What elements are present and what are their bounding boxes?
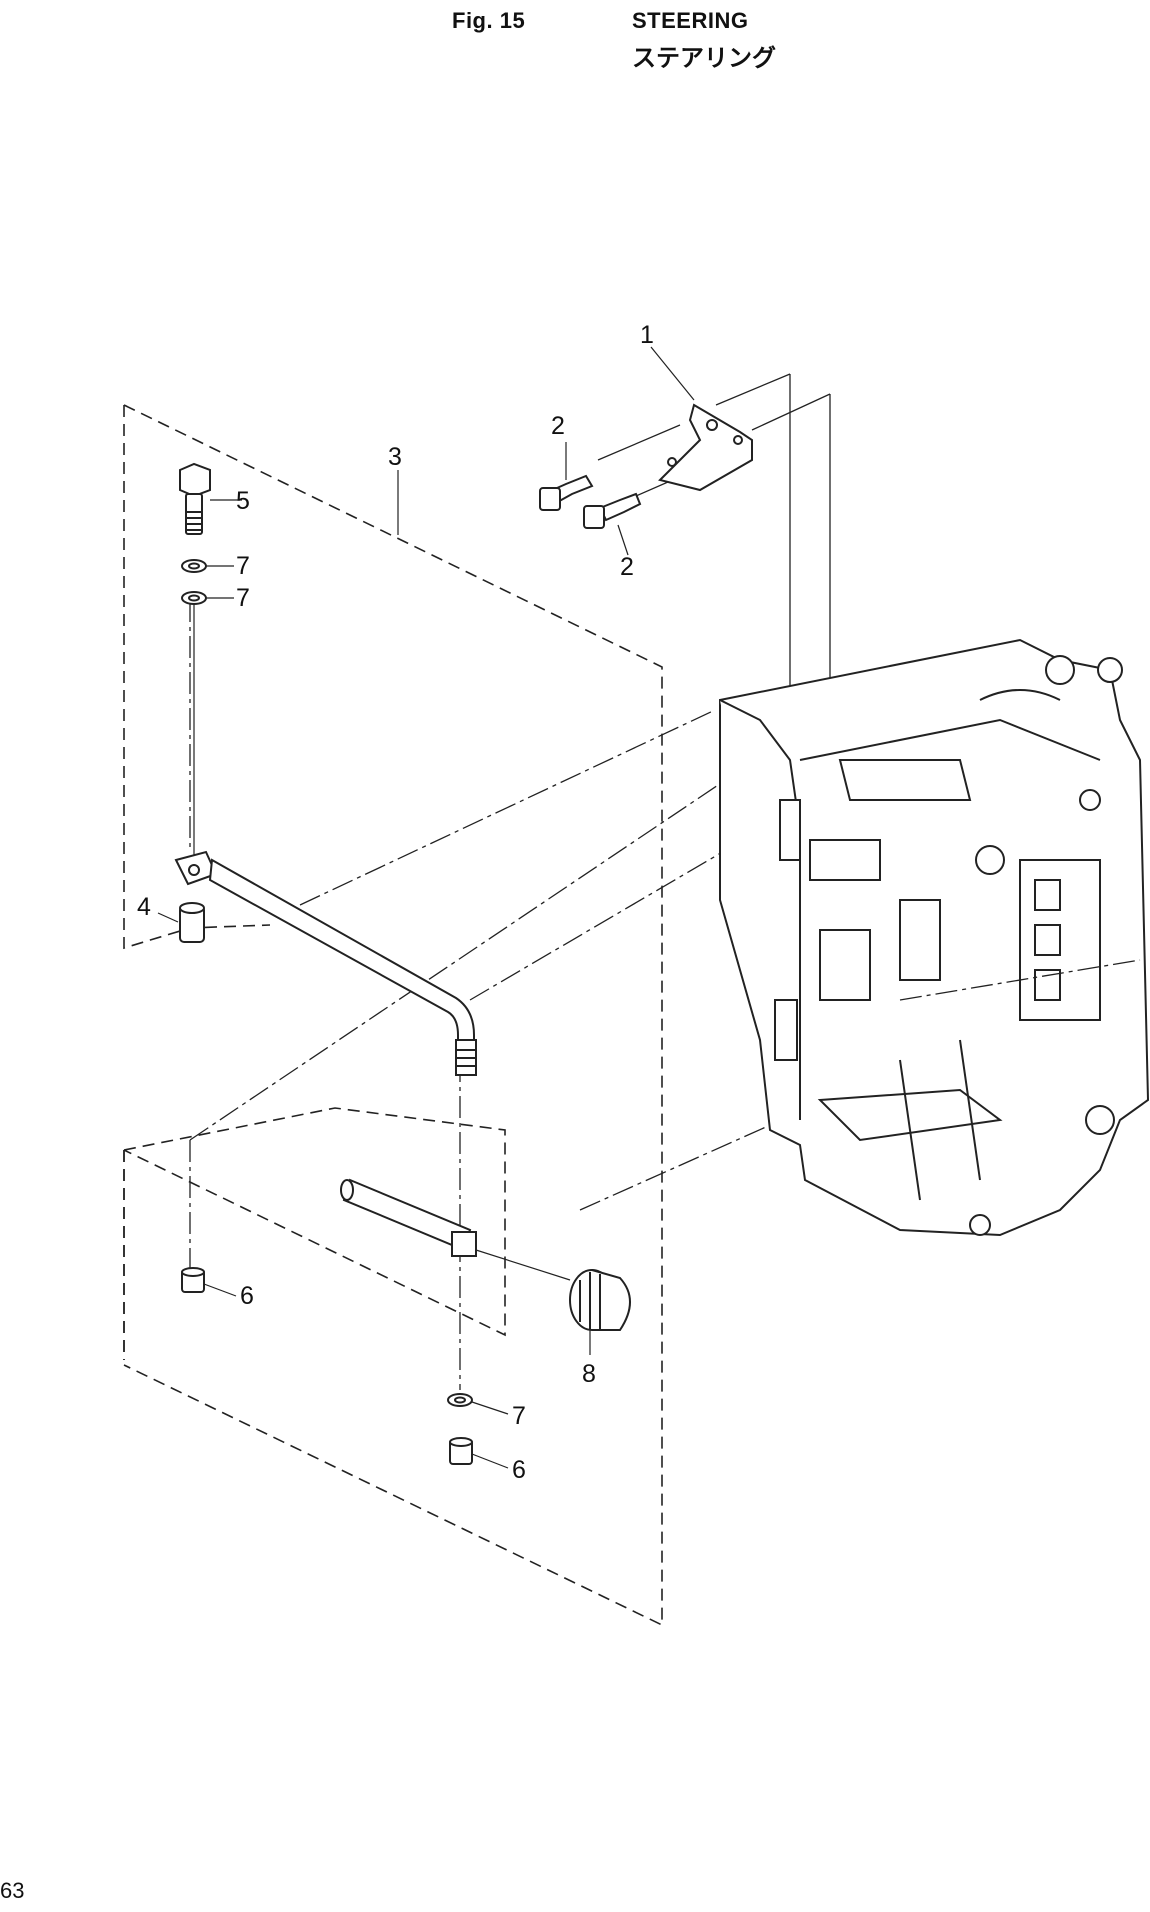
collar-4 [179, 902, 205, 943]
nut-6b [449, 1437, 473, 1465]
callout-3: 3 [388, 443, 402, 471]
steering-bracket [658, 403, 753, 492]
washer-7c [447, 1393, 473, 1407]
washer-7a [181, 559, 207, 573]
callout-4: 4 [137, 893, 151, 921]
bolt-5 [179, 462, 211, 535]
callout-8: 8 [582, 1360, 596, 1388]
page-number: 63 [0, 1878, 25, 1903]
steering-rod [174, 850, 477, 1076]
washer-7b [181, 591, 207, 605]
group-outline-8 [123, 1107, 506, 1337]
callout-7c: 7 [512, 1402, 526, 1430]
callout-6b: 6 [512, 1456, 526, 1484]
figure-label: Fig. 15 [452, 8, 526, 33]
steering-grip-8 [569, 1269, 631, 1331]
callout-2b: 2 [620, 553, 634, 581]
callout-6a: 6 [240, 1282, 254, 1310]
page-title-japanese: ステアリング [632, 44, 776, 72]
steering-pin [340, 1178, 477, 1257]
callout-1: 1 [640, 321, 654, 349]
group-outline-lower [123, 404, 663, 1627]
callout-7a: 7 [236, 552, 250, 580]
bolt-2b [583, 492, 642, 529]
bolt-2a [539, 474, 594, 511]
callout-7b: 7 [236, 584, 250, 612]
group-outline-3 [123, 405, 271, 950]
callout-5: 5 [236, 487, 250, 515]
page-title-english: STEERING [632, 8, 749, 33]
engine-mount-housing [719, 638, 1150, 1237]
callout-2a: 2 [551, 412, 565, 440]
nut-6a [181, 1267, 205, 1293]
